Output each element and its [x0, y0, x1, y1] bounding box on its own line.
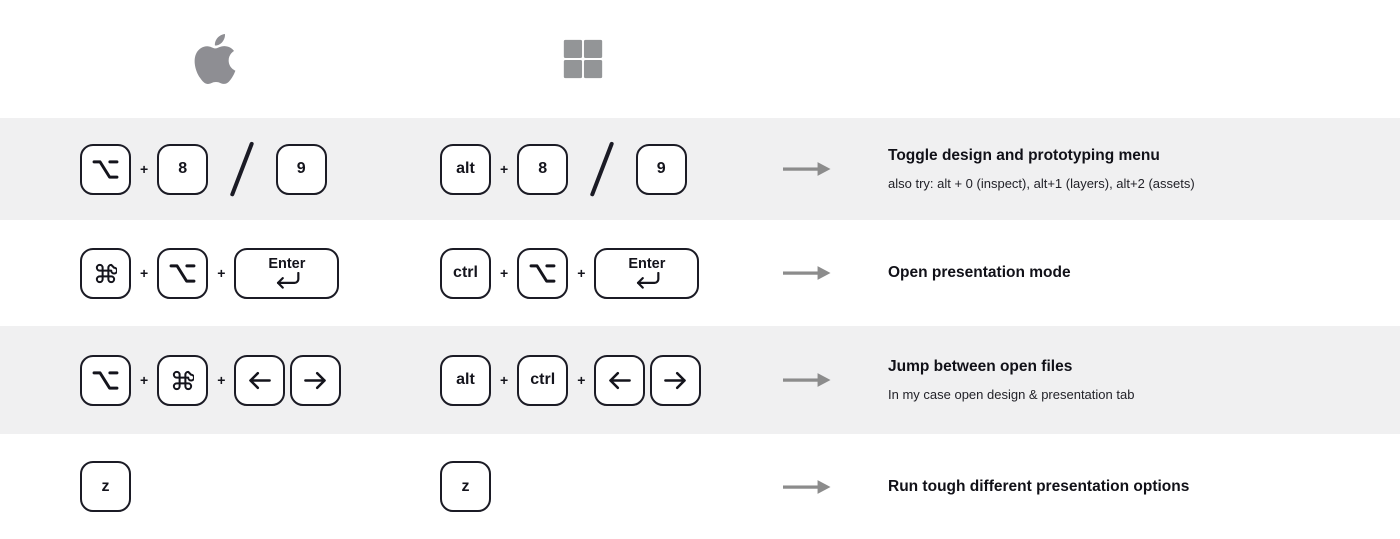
key-9: 9 — [635, 143, 687, 195]
plus-separator: + — [217, 265, 226, 281]
key-command — [157, 354, 209, 406]
apple-icon — [190, 30, 240, 88]
shortcut-row: +8 9 alt +8 9 Toggle design and prototyping m… — [0, 118, 1400, 220]
windows-icon — [560, 36, 606, 82]
key-arrow-right — [650, 354, 702, 406]
shortcut-title: Run tough different presentation options — [888, 477, 1190, 495]
shortcut-subtitle: In my case open design & presentation ta… — [888, 387, 1135, 402]
key-arrow-left — [234, 354, 286, 406]
shortcut-title: Jump between open files — [888, 358, 1073, 375]
key-command — [80, 247, 131, 299]
key-label: Enter — [628, 255, 666, 272]
key-ctrl: ctrl — [517, 354, 569, 406]
return-icon — [633, 272, 661, 289]
long-arrow-right-icon — [783, 479, 831, 495]
plus-separator: + — [140, 265, 149, 281]
key-enter: Enter — [234, 247, 340, 299]
windows-keys: z — [440, 461, 783, 512]
command-icon — [171, 369, 195, 392]
return-icon — [273, 272, 301, 289]
windows-keys: alt + ctrl + — [440, 354, 783, 406]
key-alt: alt — [440, 354, 491, 406]
key-option — [80, 354, 131, 406]
option-icon — [169, 263, 196, 284]
plus-separator: + — [140, 161, 149, 177]
mac-keys: +8 9 — [80, 140, 440, 198]
key-arrow-right — [290, 354, 342, 406]
option-icon — [92, 159, 119, 180]
windows-keys: ctrl + + Enter — [440, 247, 783, 299]
windows-keys: alt +8 9 — [440, 140, 783, 198]
arrow-right-icon — [662, 367, 689, 394]
key-alt: alt — [440, 143, 491, 195]
key-z: z — [80, 461, 131, 512]
arrow-right-icon — [302, 367, 329, 394]
key-option — [80, 143, 131, 195]
long-arrow-right-icon — [783, 161, 831, 177]
shortcut-rows: +8 9 alt +8 9 Toggle design and prototyping m… — [0, 118, 1400, 539]
mac-keys: + + Enter — [80, 247, 440, 299]
key-z: z — [440, 461, 491, 512]
option-icon — [92, 370, 119, 391]
plus-separator: + — [500, 161, 509, 177]
key-ctrl: ctrl — [440, 247, 491, 299]
mac-keys: ++ — [80, 354, 440, 406]
key-label: Enter — [268, 255, 306, 272]
option-icon — [529, 263, 556, 284]
key-option — [517, 247, 569, 299]
key-9: 9 — [275, 143, 327, 195]
slash-separator — [229, 141, 254, 197]
plus-separator: + — [500, 265, 509, 281]
plus-separator: + — [140, 372, 149, 388]
key-enter: Enter — [594, 247, 700, 299]
arrow-left-icon — [246, 367, 273, 394]
long-arrow-right-icon — [783, 372, 831, 388]
slash-separator — [589, 141, 614, 197]
shortcut-title: Toggle design and prototyping menu — [888, 147, 1160, 164]
long-arrow-right-icon — [783, 265, 831, 281]
shortcut-title: Open presentation mode — [888, 264, 1071, 281]
key-option — [157, 247, 209, 299]
arrow-left-icon — [606, 367, 633, 394]
platform-header — [0, 0, 1400, 118]
plus-separator: + — [500, 372, 509, 388]
plus-separator: + — [217, 372, 226, 388]
shortcut-subtitle: also try: alt + 0 (inspect), alt+1 (laye… — [888, 176, 1195, 191]
key-arrow-left — [594, 354, 646, 406]
mac-keys: z — [80, 461, 440, 512]
plus-separator: + — [577, 265, 586, 281]
command-icon — [94, 262, 117, 285]
plus-separator: + — [577, 372, 586, 388]
key-8: 8 — [517, 143, 569, 195]
shortcut-row: z z Run tough different presentation optio… — [0, 434, 1400, 539]
key-8: 8 — [157, 143, 209, 195]
